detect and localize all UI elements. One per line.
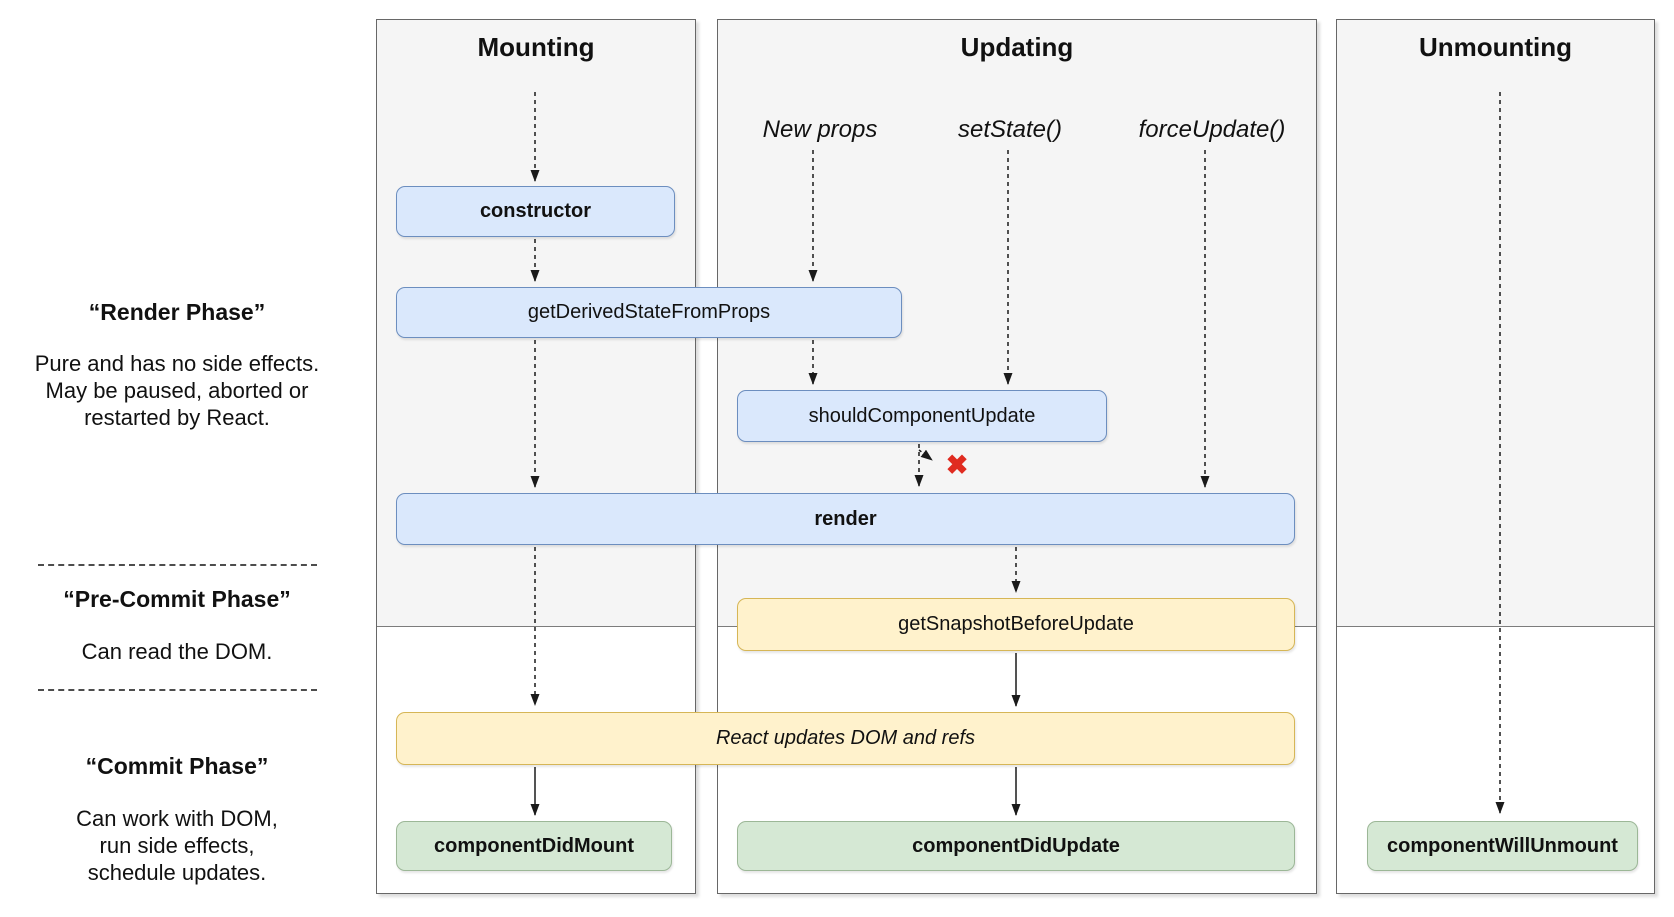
forceupdate-label: forceUpdate() bbox=[1138, 116, 1286, 143]
unmounting-header: Unmounting bbox=[1418, 32, 1573, 62]
phase-divider bbox=[38, 689, 317, 691]
render-phase-description: Pure and has no side effects. May be pau… bbox=[34, 351, 320, 430]
get-snapshot-before-update-box: getSnapshotBeforeUpdate bbox=[737, 598, 1295, 651]
component-did-mount-box: componentDidMount bbox=[396, 821, 672, 871]
react-updates-dom-box: React updates DOM and refs bbox=[396, 712, 1295, 765]
pre-commit-phase-description: Can read the DOM. bbox=[81, 639, 273, 664]
abort-x-icon: ✖ bbox=[945, 450, 969, 480]
mounting-header: Mounting bbox=[477, 32, 595, 62]
phase-divider bbox=[38, 564, 317, 566]
setstate-label: setState() bbox=[957, 116, 1063, 143]
new-props-label: New props bbox=[762, 116, 878, 143]
render-phase-title: “Render Phase” bbox=[88, 299, 266, 325]
pre-commit-phase-title: “Pre-Commit Phase” bbox=[63, 586, 291, 612]
commit-phase-title: “Commit Phase” bbox=[85, 753, 269, 779]
constructor-box: constructor bbox=[396, 186, 675, 237]
should-component-update-box: shouldComponentUpdate bbox=[737, 390, 1107, 442]
component-will-unmount-box: componentWillUnmount bbox=[1367, 821, 1638, 871]
component-did-update-box: componentDidUpdate bbox=[737, 821, 1295, 871]
unmounting-column bbox=[1336, 19, 1655, 894]
commit-phase-description: Can work with DOM, run side effects, sch… bbox=[76, 806, 278, 885]
unmounting-render-phase-zone bbox=[1337, 20, 1654, 627]
render-box: render bbox=[396, 493, 1295, 545]
updating-header: Updating bbox=[960, 32, 1074, 62]
get-derived-state-from-props-box: getDerivedStateFromProps bbox=[396, 287, 902, 338]
